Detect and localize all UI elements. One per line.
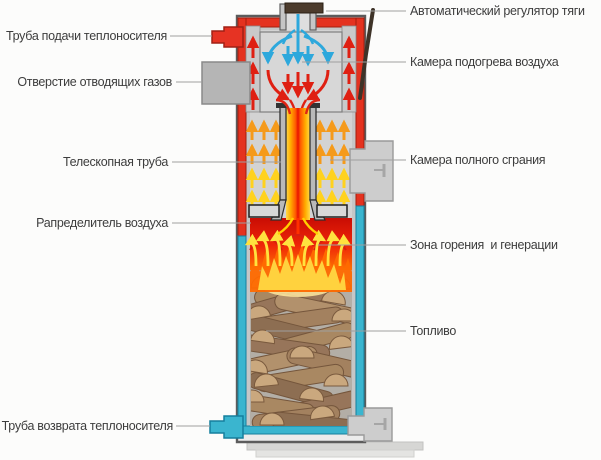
combustion-door [349, 140, 394, 202]
ash-door [347, 407, 393, 442]
label-draft-regulator: Автоматический регулятор тяги [410, 4, 585, 18]
fire-fountain-arrows [244, 229, 352, 267]
label-flue-outlet: Отверстие отводящих газов [17, 75, 172, 89]
pedestal [246, 441, 424, 458]
combustion-flames [250, 244, 352, 297]
draft-regulator-cap [284, 2, 324, 14]
label-combustion-zone: Зона горения и генерации [410, 238, 558, 252]
draft-regulator [284, 2, 375, 100]
flue-gas-arrows [246, 35, 356, 110]
return-pipe [209, 415, 244, 439]
label-fuel: Топливо [410, 324, 457, 338]
flue-outlet-port [201, 61, 251, 105]
label-air-distributor: Рапределитель воздуха [36, 216, 168, 230]
label-telescopic-tube: Телескопная труба [62, 155, 168, 169]
ash-door-handle-icon [374, 418, 387, 430]
supply-pipe [211, 26, 244, 48]
draft-regulator-lever [358, 8, 375, 100]
label-combustion-chamber: Камера полного сграния [410, 153, 546, 167]
air-preheat-chamber [259, 31, 343, 113]
label-air-preheat-chamber: Камера подогрева воздуха [410, 55, 559, 69]
label-return-pipe: Труба возврата теплоносителя [1, 419, 174, 433]
door-handle-icon [374, 164, 386, 177]
air-preheat-arrows [261, 14, 335, 113]
label-supply-pipe: Труба подачи теплоносителя [6, 29, 167, 43]
hot-gas-arrows [245, 119, 351, 205]
pointer-lines [170, 10, 406, 427]
air-distributor [248, 204, 348, 218]
telescopic-tube [270, 98, 326, 236]
